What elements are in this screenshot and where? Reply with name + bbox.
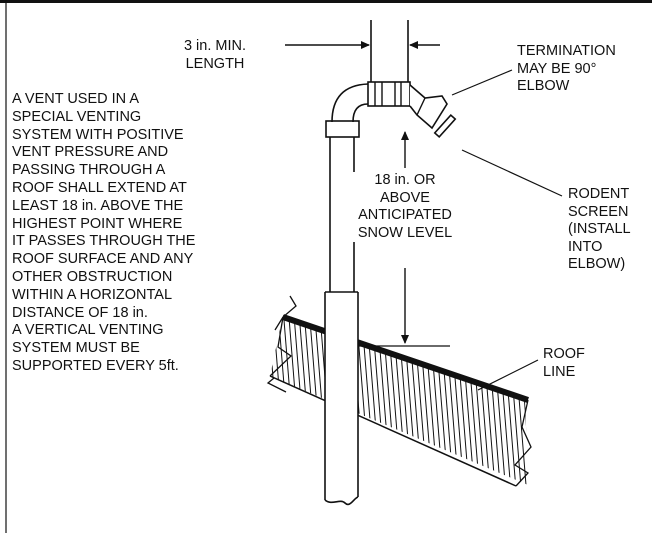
vent-pipe bbox=[324, 20, 457, 506]
roof-hatch-line bbox=[532, 300, 548, 500]
roof-section bbox=[220, 295, 574, 500]
roof-line-label: ROOF LINE bbox=[543, 346, 585, 380]
roof-hatch-line bbox=[246, 300, 262, 500]
rodent-screen-label: RODENT SCREEN (INSTALL INTO ELBOW) bbox=[568, 186, 631, 273]
snow-level-dimension bbox=[358, 131, 450, 347]
rodent-screen-leader bbox=[461, 149, 563, 197]
roof-hatch-line bbox=[542, 300, 558, 500]
roof-hatch-line bbox=[537, 300, 553, 500]
roof-hatch-line bbox=[251, 300, 267, 500]
snow-level-label: 18 in. OR ABOVE ANTICIPATED SNOW LEVEL bbox=[350, 172, 460, 243]
roof-line-leader bbox=[477, 359, 539, 391]
description-text: A VENT USED IN A SPECIAL VENTING SYSTEM … bbox=[12, 91, 196, 374]
roof-hatch-line bbox=[526, 315, 528, 485]
roof-hatch-line bbox=[558, 300, 574, 500]
min-length-label: 3 in. MIN. LENGTH bbox=[183, 38, 247, 72]
roof-hatch-line bbox=[236, 300, 252, 500]
roof-hatch-line bbox=[553, 300, 569, 500]
roof-hatch-line bbox=[241, 300, 257, 500]
termination-label: TERMINATION MAY BE 90° ELBOW bbox=[517, 43, 616, 95]
roof-hatch-line bbox=[225, 300, 241, 500]
roof-hatch-line bbox=[548, 300, 564, 500]
roof-hatch-line bbox=[220, 300, 236, 500]
termination-leader bbox=[451, 69, 513, 96]
roof-hatch-line bbox=[230, 300, 246, 500]
roof-hatch-line bbox=[270, 315, 273, 485]
